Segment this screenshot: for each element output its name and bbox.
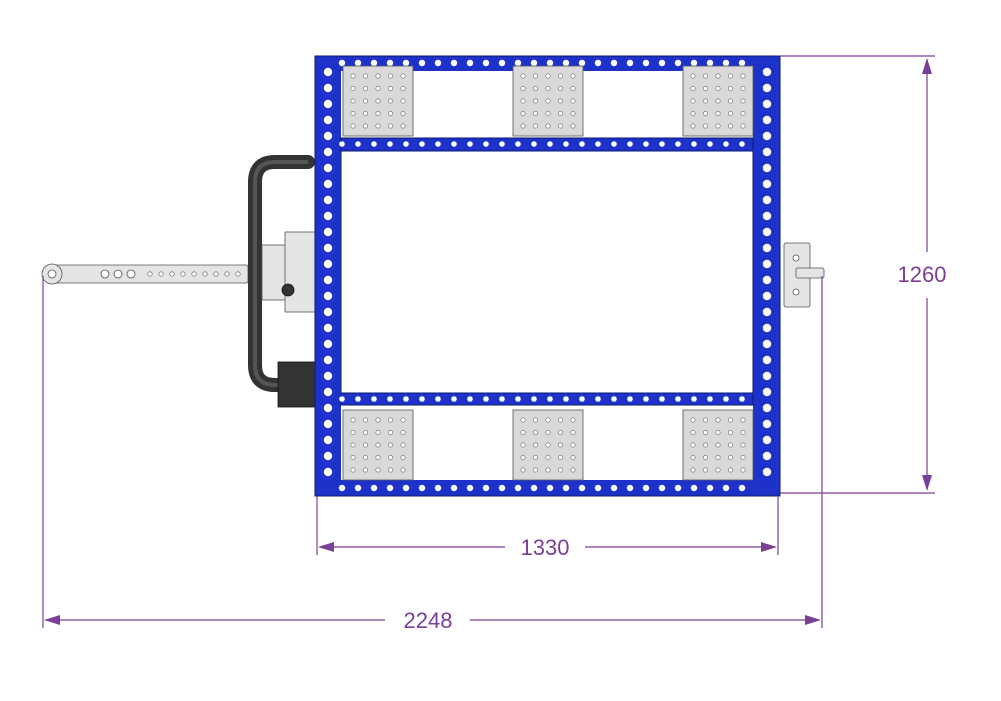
caster-plate: [682, 65, 754, 137]
dimension-lines: [42, 55, 935, 628]
caster-plate: [512, 65, 584, 137]
hitch: [783, 242, 825, 308]
width-dimension-label: 1330: [521, 535, 570, 560]
tow-bar: [41, 263, 249, 285]
handle: [248, 155, 319, 408]
overall-length-dimension-label: 2248: [404, 608, 453, 633]
caster-plate: [682, 409, 754, 481]
caster-plates: [342, 65, 754, 481]
caster-plate: [342, 409, 414, 481]
caster-plate: [512, 409, 584, 481]
height-dimension-label: 1260: [898, 262, 947, 287]
caster-plate: [342, 65, 414, 137]
